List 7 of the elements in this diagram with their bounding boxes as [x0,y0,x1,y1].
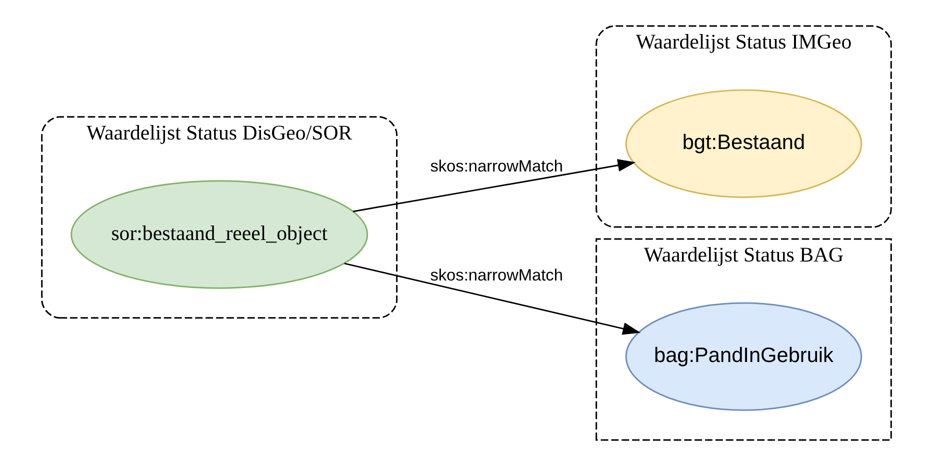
node-ellipse: bag:PandInGebruik [624,302,862,411]
node-ellipse: bgt:Bestaand [624,89,862,198]
arrow [344,262,640,335]
arrow [352,159,636,212]
edge-label: skos:narrowMatch [430,158,562,176]
node-ellipse: sor:bestaand_reeel_object [70,180,368,289]
edge-label: skos:narrowMatch [430,266,562,284]
